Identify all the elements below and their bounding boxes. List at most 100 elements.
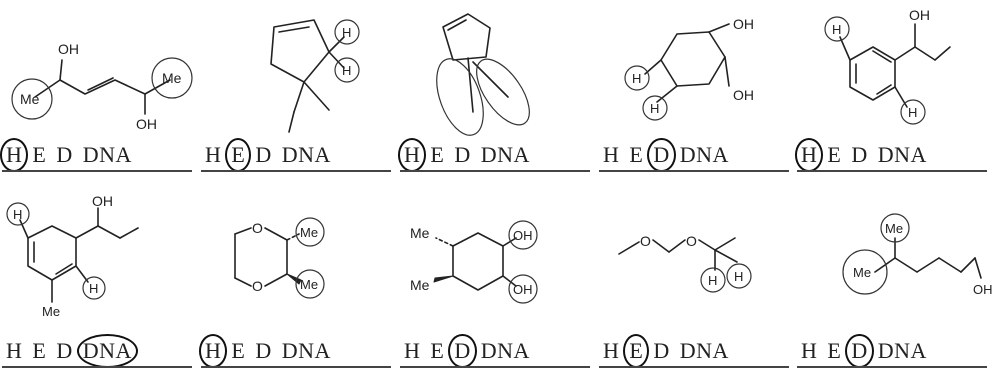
- answer-option[interactable]: DNA: [480, 338, 530, 363]
- molecule-1: OH Me Me OH: [11, 41, 193, 132]
- atom-label: O: [252, 220, 263, 236]
- answer-option[interactable]: E: [430, 338, 445, 363]
- atom-label: H: [734, 269, 743, 284]
- answer-option[interactable]: E: [827, 338, 842, 363]
- atom-label: Me: [410, 277, 430, 293]
- panel-9: O O H H H E D DNA: [597, 198, 796, 388]
- answer-choice-row: H E D DNA: [794, 138, 994, 178]
- atom-label: H: [13, 207, 22, 222]
- answer-underline: [2, 170, 192, 172]
- atom-label: Me: [885, 221, 903, 236]
- panel-5: H OH H H E D DNA: [794, 2, 994, 192]
- answer-underline: [400, 366, 590, 368]
- atom-label: H: [650, 101, 659, 116]
- panel-1: OH Me Me OH H E D DNA: [0, 2, 199, 192]
- answer-choice-row: H E D DNA: [597, 334, 796, 374]
- atom-label: O: [252, 278, 263, 294]
- answer-option[interactable]: D: [454, 142, 471, 167]
- answer-underline: [797, 170, 987, 172]
- answer-option[interactable]: H: [603, 142, 620, 167]
- answer-option[interactable]: H: [205, 142, 222, 167]
- atom-label: OH: [733, 16, 754, 32]
- answer-option[interactable]: D: [56, 338, 73, 363]
- answer-option[interactable]: D: [653, 338, 670, 363]
- answer-option[interactable]: DNA: [877, 338, 927, 363]
- answer-option[interactable]: DNA: [281, 338, 331, 363]
- answer-option[interactable]: DNA: [281, 142, 331, 167]
- molecule-3: [436, 13, 530, 136]
- atom-label: H: [708, 273, 717, 288]
- answer-option[interactable]: E: [623, 334, 650, 368]
- atom-label: OH: [733, 87, 754, 103]
- atom-label: OH: [92, 193, 113, 209]
- molecule-4: OH OH H H: [624, 16, 754, 121]
- molecule-2: H H: [270, 19, 360, 133]
- answer-option[interactable]: E: [629, 142, 644, 167]
- molecule-7: O O Me Me: [234, 217, 325, 299]
- molecule-10: Me Me OH: [842, 213, 993, 297]
- answer-option[interactable]: DNA: [82, 142, 132, 167]
- atom-label: Me: [162, 70, 182, 86]
- answer-choice-row: H E D DNA: [0, 138, 199, 178]
- answer-option[interactable]: D: [851, 142, 868, 167]
- answer-option[interactable]: D: [255, 338, 272, 363]
- answer-option[interactable]: E: [225, 138, 252, 172]
- answer-underline: [2, 366, 192, 368]
- answer-choice-row: H E D DNA: [597, 138, 796, 178]
- atom-label: OH: [513, 228, 533, 243]
- atom-label: Me: [300, 277, 318, 292]
- answer-option[interactable]: E: [32, 338, 47, 363]
- atom-label: Me: [300, 225, 318, 240]
- answer-option[interactable]: DNA: [76, 334, 139, 368]
- answer-underline: [201, 366, 391, 368]
- molecule-8: Me Me OH OH: [410, 220, 538, 304]
- answer-option[interactable]: E: [231, 338, 246, 363]
- answer-option[interactable]: H: [6, 338, 23, 363]
- answer-option[interactable]: E: [32, 142, 47, 167]
- atom-label: Me: [20, 91, 40, 107]
- atom-label: H: [89, 281, 98, 296]
- answer-option[interactable]: E: [430, 142, 445, 167]
- answer-choice-row: H E D DNA: [795, 334, 994, 374]
- answer-option[interactable]: DNA: [480, 142, 530, 167]
- atom-label: H: [342, 63, 351, 78]
- molecule-9: O O H H: [618, 233, 752, 293]
- answer-underline: [201, 170, 391, 172]
- answer-underline: [797, 366, 987, 368]
- answer-option[interactable]: E: [827, 142, 842, 167]
- atom-label: OH: [136, 116, 157, 132]
- answer-option[interactable]: DNA: [679, 142, 729, 167]
- answer-option[interactable]: DNA: [679, 338, 729, 363]
- answer-underline: [599, 170, 789, 172]
- answer-option[interactable]: H: [397, 138, 427, 172]
- atom-label: H: [832, 22, 841, 37]
- answer-option[interactable]: D: [647, 138, 677, 172]
- answer-option[interactable]: D: [448, 334, 478, 368]
- panel-8: Me Me OH OH H E D DNA: [398, 198, 597, 388]
- atom-label: H: [342, 25, 351, 40]
- answer-choice-row: H E D DNA: [398, 334, 597, 374]
- answer-option[interactable]: H: [603, 338, 620, 363]
- answer-option[interactable]: H: [801, 338, 818, 363]
- atom-label: O: [686, 233, 697, 249]
- answer-option[interactable]: DNA: [877, 142, 927, 167]
- atom-label: Me: [410, 225, 430, 241]
- answer-option[interactable]: D: [255, 142, 272, 167]
- atom-label: H: [908, 105, 917, 120]
- answer-option[interactable]: D: [56, 142, 73, 167]
- answer-option[interactable]: D: [845, 334, 875, 368]
- atom-label: OH: [973, 282, 993, 297]
- answer-underline: [599, 366, 789, 368]
- answer-choice-row: H E D DNA: [0, 334, 199, 374]
- answer-option[interactable]: H: [0, 138, 29, 172]
- atom-label: O: [640, 233, 651, 249]
- answer-option[interactable]: H: [198, 334, 228, 368]
- atom-label: OH: [513, 282, 533, 297]
- panel-7: O O Me Me H E D DNA: [198, 198, 398, 388]
- atom-label: OH: [58, 41, 79, 57]
- answer-option[interactable]: H: [404, 338, 421, 363]
- answer-option[interactable]: H: [794, 138, 824, 172]
- panel-10: Me Me OH H E D DNA: [795, 198, 994, 388]
- answer-choice-row: H E D DNA: [199, 138, 398, 178]
